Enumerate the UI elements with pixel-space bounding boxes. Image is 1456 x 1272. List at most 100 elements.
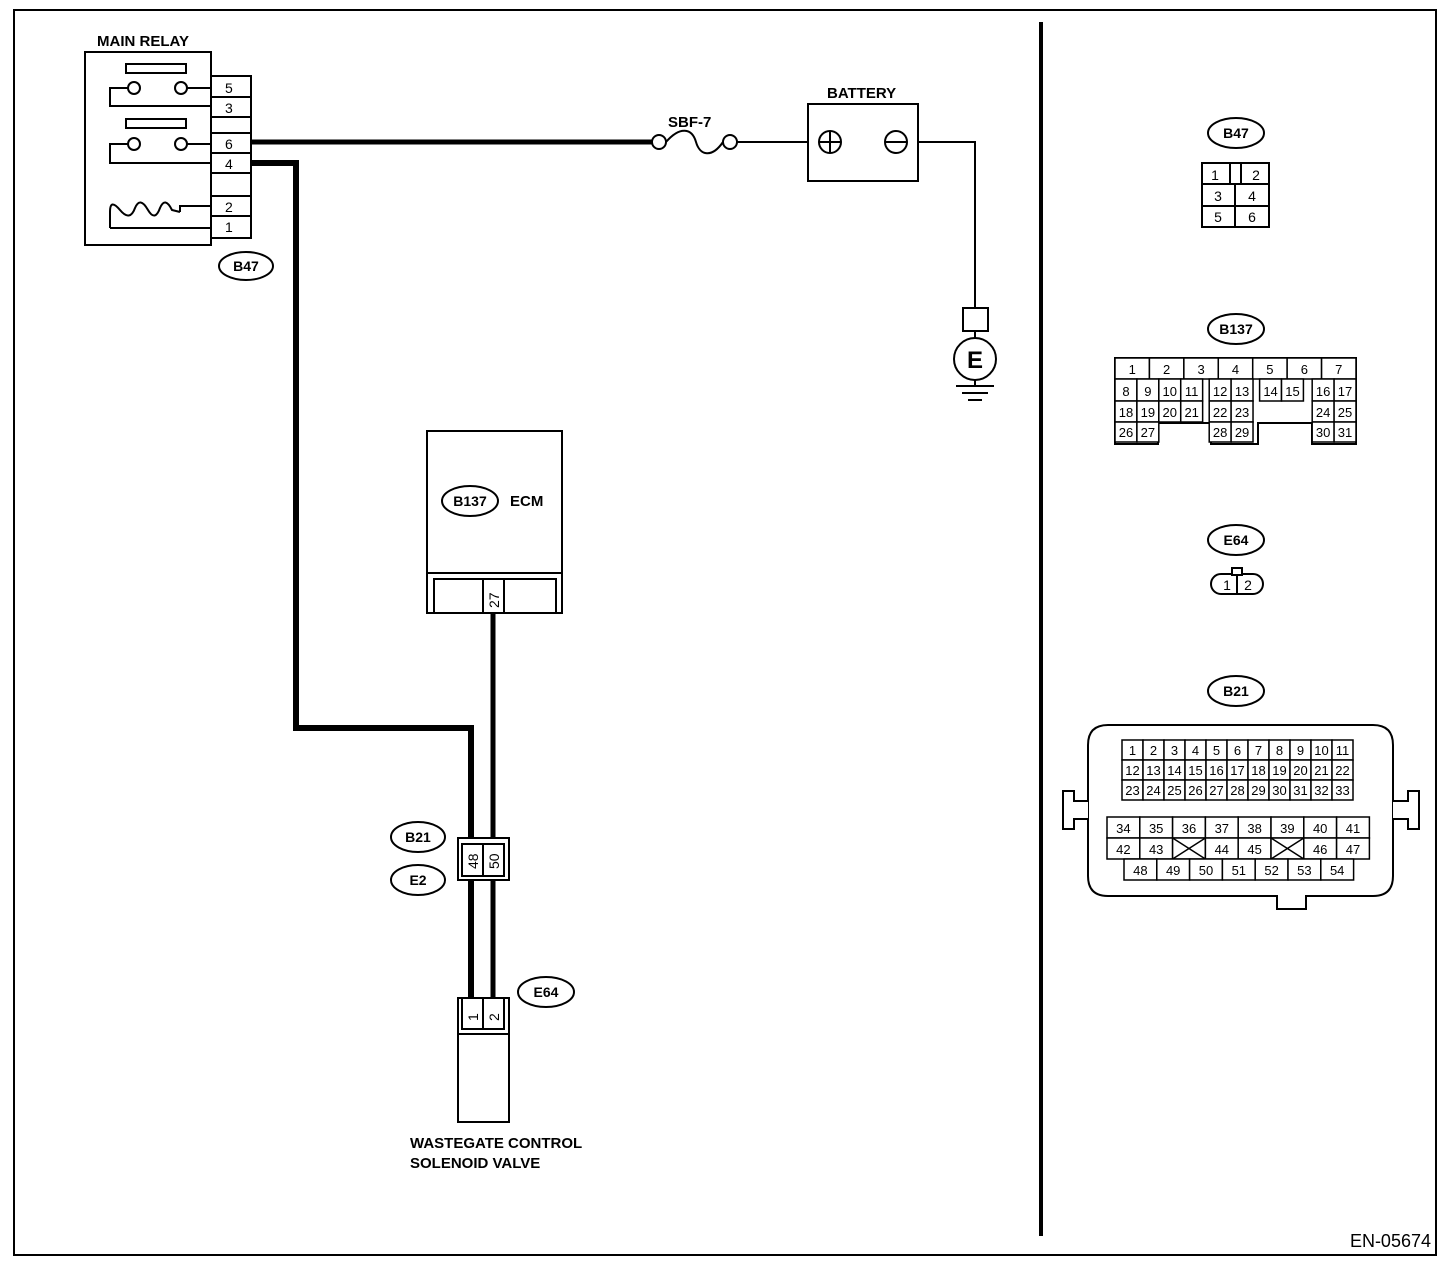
- connector-view-e64: E64 1 2: [1207, 524, 1265, 595]
- b21-pin: 30: [1272, 783, 1286, 798]
- relay-contact-bar-1: [125, 63, 187, 74]
- b21-pin: 5: [1213, 743, 1220, 758]
- b21-connector-badge: [390, 821, 446, 853]
- joint-pin-50: 50: [486, 853, 502, 869]
- b137-pin: 19: [1141, 405, 1155, 420]
- b137-pin: 18: [1119, 405, 1133, 420]
- ecm: 27 B137 ECM: [426, 430, 563, 614]
- b137-pin: 8: [1122, 384, 1129, 399]
- b21-pin: 15: [1188, 763, 1202, 778]
- e64-connector-badge-text: E64: [534, 984, 559, 1000]
- b137-pin: 3: [1197, 362, 1204, 377]
- b47-connector-badge-text: B47: [233, 258, 259, 274]
- relay-pin: 1: [225, 219, 233, 235]
- b21-pin: 10: [1314, 743, 1328, 758]
- b21-blank-cell-x: [1270, 837, 1305, 860]
- b47-view-key: [1229, 162, 1242, 185]
- fuse-label: SBF-7: [668, 114, 711, 131]
- relay-coil-wire: [179, 205, 211, 212]
- b21-pin: 50: [1199, 863, 1213, 878]
- battery: BATTERY: [807, 85, 919, 182]
- relay-pin: 2: [225, 199, 233, 215]
- b21-pin: 12: [1125, 763, 1139, 778]
- b21-pin: 39: [1280, 821, 1294, 836]
- b21-pin: 34: [1116, 821, 1130, 836]
- main-relay-pin-strip: [210, 75, 252, 239]
- b21-pin: 13: [1146, 763, 1160, 778]
- b21-pin: 53: [1297, 863, 1311, 878]
- relay-contact-1a: [127, 81, 141, 95]
- b21-pin: 17: [1230, 763, 1244, 778]
- b137-pin: 10: [1163, 384, 1177, 399]
- b21-pin: 51: [1232, 863, 1246, 878]
- e2-connector-badge-text: E2: [409, 872, 426, 888]
- relay-pin: 5: [225, 80, 233, 96]
- b21-pin: 46: [1313, 842, 1327, 857]
- e64-view-pin: 2: [1244, 577, 1252, 593]
- b21-pin: 8: [1276, 743, 1283, 758]
- b21-pin: 7: [1255, 743, 1262, 758]
- b21-pin-box: [1320, 858, 1355, 881]
- b137-pin-box: [1280, 378, 1305, 402]
- b137-pin: 5: [1266, 362, 1273, 377]
- b21-pin: 24: [1146, 783, 1160, 798]
- b21-pin: 36: [1182, 821, 1196, 836]
- b21-pin: 11: [1336, 743, 1350, 758]
- b21-pin: 2: [1150, 743, 1157, 758]
- b21-view-latch-right: [1393, 790, 1420, 830]
- ground-e: E: [953, 307, 997, 401]
- wire-relay4-to-joint48: [251, 160, 474, 838]
- b21-pin: 6: [1234, 743, 1241, 758]
- b137-pin: 11: [1185, 384, 1199, 399]
- e2-connector-badge: [390, 864, 446, 896]
- b21-pin: 21: [1314, 763, 1328, 778]
- b137-pin-box: [1333, 421, 1357, 443]
- b21-pin: 22: [1335, 763, 1349, 778]
- battery-label: BATTERY: [827, 85, 896, 102]
- relay-wire-1a: [109, 87, 211, 107]
- b21-pin: 41: [1346, 821, 1360, 836]
- b21-pin: 27: [1209, 783, 1223, 798]
- b137-pin: 23: [1235, 405, 1249, 420]
- solenoid-pin-2: 2: [486, 1013, 502, 1021]
- b137-pin: 27: [1141, 425, 1155, 440]
- solenoid-label-line1: WASTEGATE CONTROL: [410, 1135, 582, 1152]
- b137-pin: 17: [1338, 384, 1352, 399]
- b21-pin: 20: [1293, 763, 1307, 778]
- b137-pin: 24: [1316, 405, 1330, 420]
- b47-cell: 3: [1214, 188, 1222, 204]
- b21-pin: 9: [1297, 743, 1304, 758]
- ecm-pin-27: 27: [486, 592, 502, 608]
- b137-pin: 9: [1144, 384, 1151, 399]
- b21-pin: 33: [1335, 783, 1349, 798]
- e64-view-badge-text: E64: [1224, 532, 1249, 548]
- b137-pin: 16: [1316, 384, 1330, 399]
- relay-pin: 6: [225, 136, 233, 152]
- b21-pin: 37: [1215, 821, 1229, 836]
- b137-pin: 29: [1235, 425, 1249, 440]
- diagram-frame: [13, 9, 1437, 1256]
- b137-pin: 6: [1301, 362, 1308, 377]
- solenoid-body: [457, 1033, 510, 1123]
- b21-pin: 54: [1330, 863, 1344, 878]
- b21-pin: 40: [1313, 821, 1327, 836]
- b137-pin: 31: [1338, 425, 1352, 440]
- ecm-connector: [433, 578, 557, 614]
- b21-pin: 35: [1149, 821, 1163, 836]
- b47-cell: 2: [1252, 167, 1260, 183]
- b21-blank-cell-x: [1172, 837, 1206, 860]
- b21-pin: 44: [1215, 842, 1229, 857]
- b21-pin: 31: [1293, 783, 1307, 798]
- relay-contact-1b: [174, 81, 188, 95]
- b137-pin-box: [1230, 421, 1254, 443]
- b21-pin: 19: [1272, 763, 1286, 778]
- b137-pin: 2: [1163, 362, 1170, 377]
- b21-pin: 28: [1230, 783, 1244, 798]
- b137-view-badge: [1207, 313, 1265, 345]
- b21-pin: 45: [1247, 842, 1261, 857]
- b137-pin: 4: [1232, 362, 1239, 377]
- b21-pin: 38: [1247, 821, 1261, 836]
- b21-pin: 14: [1167, 763, 1181, 778]
- b21-pin: 42: [1116, 842, 1130, 857]
